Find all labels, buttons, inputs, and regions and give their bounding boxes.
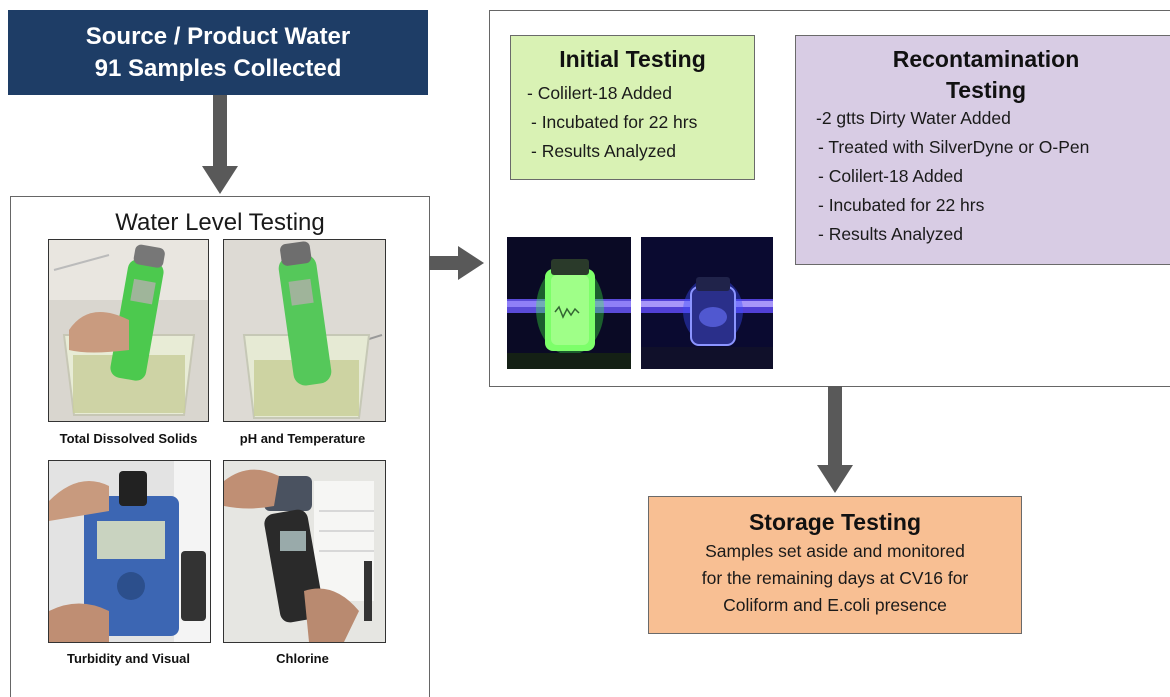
photo-ph-temperature [223, 239, 386, 422]
recontamination-testing-box: Recontamination Testing -2 gtts Dirty Wa… [795, 35, 1170, 265]
initial-item: - Incubated for 22 hrs [531, 112, 698, 132]
recontamination-item: -2 gtts Dirty Water Added [816, 108, 1011, 128]
recontamination-item: - Incubated for 22 hrs [818, 195, 985, 215]
recontamination-item: - Results Analyzed [818, 224, 963, 244]
storage-line: Coliform and E.coli presence [723, 595, 947, 615]
turbidity-meter-photo [49, 461, 210, 642]
initial-item: - Results Analyzed [531, 141, 676, 161]
photo-chlorine [223, 460, 386, 643]
photo-turbidity [48, 460, 211, 643]
caption-turbidity: Turbidity and Visual [66, 651, 191, 666]
water-level-title: Water Level Testing [115, 209, 325, 236]
storage-line: Samples set aside and monitored [705, 541, 965, 561]
source-box: Source / Product Water 91 Samples Collec… [8, 10, 428, 95]
initial-testing-box: Initial Testing - Colilert-18 Added - In… [510, 35, 755, 180]
arrow-source-to-water-level [213, 95, 227, 167]
chlorine-meter-photo [224, 461, 385, 642]
storage-line: for the remaining days at CV16 for [701, 568, 969, 588]
tds-meter-photo [49, 240, 208, 421]
recontamination-item: - Treated with SilverDyne or O-Pen [818, 137, 1090, 157]
recontamination-title-line1: Recontamination [892, 46, 1080, 72]
recontamination-title-line2: Testing [945, 77, 1027, 103]
caption-chlorine: Chlorine [276, 651, 329, 666]
storage-testing-box: Storage Testing Samples set aside and mo… [648, 496, 1022, 634]
uv-blue-vial-photo [641, 237, 773, 369]
arrow-testing-to-storage-head [817, 465, 853, 493]
initial-item: - Colilert-18 Added [527, 83, 672, 103]
source-title-line1: Source / Product Water [85, 22, 351, 50]
photo-uv-negative-sample [641, 237, 773, 369]
ph-meter-photo [224, 240, 385, 421]
arrow-source-to-water-level-head [202, 166, 238, 194]
uv-green-vial-photo [507, 237, 631, 369]
arrow-water-level-to-testing [429, 256, 459, 270]
photo-total-dissolved-solids [48, 239, 209, 422]
arrow-testing-to-storage [828, 386, 842, 466]
photo-uv-positive-sample [507, 237, 631, 369]
initial-testing-title: Initial Testing [559, 46, 706, 72]
water-level-panel: Water Level Testing Total Dissolved Soli… [10, 196, 430, 697]
source-title-line2: 91 Samples Collected [94, 54, 342, 82]
storage-testing-title: Storage Testing [748, 509, 922, 535]
caption-ph: pH and Temperature [239, 431, 366, 446]
arrow-water-level-to-testing-head [458, 246, 484, 280]
caption-tds: Total Dissolved Solids [59, 431, 198, 446]
recontamination-item: - Colilert-18 Added [818, 166, 963, 186]
